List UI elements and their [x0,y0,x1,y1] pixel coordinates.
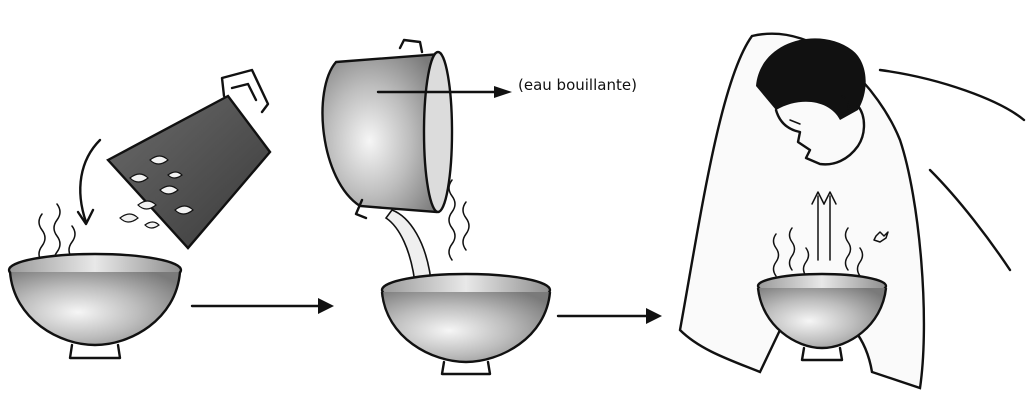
steam-icon [449,180,469,260]
panel-add-leaves [9,70,270,358]
step-arrow-icon [558,308,662,324]
panel-inhale-steam [680,34,1024,388]
pot-icon [323,40,453,218]
step-arrow-icon [192,298,334,314]
boiling-water-label: (eau bouillante) [518,76,637,94]
bowl-icon [382,274,550,374]
cutting-board-icon [108,70,270,248]
panel-pour-water [323,40,551,374]
bowl-icon [9,254,181,358]
falling-arrow-icon [78,140,100,224]
